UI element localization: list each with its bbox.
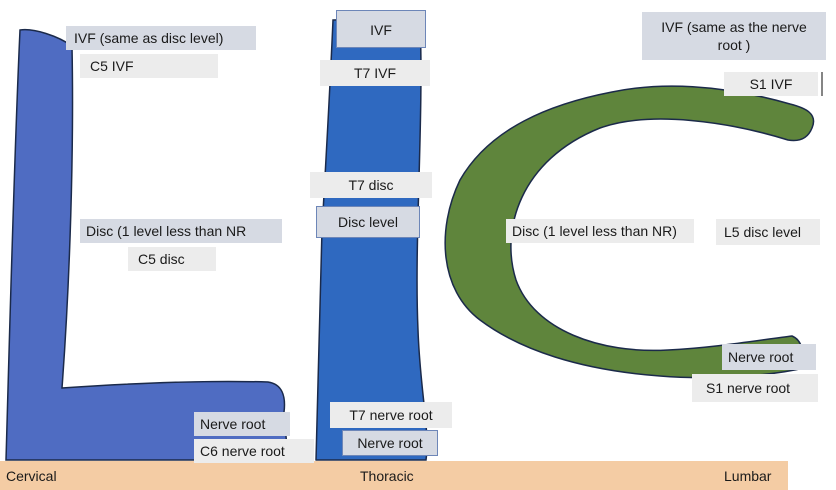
axis-label-lumbar: Lumbar: [724, 468, 772, 484]
cervical-segment-shape: [5, 28, 289, 461]
thoracic-ivf-rule-label: IVF: [336, 10, 426, 48]
lumbar-nerve-root-rule-label: Nerve root: [722, 344, 816, 370]
cervical-disc-rule-label: Disc (1 level less than NR: [80, 219, 282, 243]
thoracic-disc-rule-label: Disc level: [316, 206, 420, 238]
cervical-nerve-root-rule-label: Nerve root: [194, 412, 290, 436]
spine-region-baseline: [0, 461, 788, 490]
lumbar-ivf-rule-label: IVF (same as the nerve root ): [642, 12, 826, 60]
thoracic-ivf-example-label: T7 IVF: [320, 60, 430, 86]
lumbar-ivf-rule-line2: root ): [717, 37, 751, 53]
axis-label-cervical: Cervical: [6, 468, 57, 484]
cervical-ivf-rule-label: IVF (same as disc level): [66, 26, 256, 50]
cervical-disc-example-label: C5 disc: [128, 247, 216, 271]
lumbar-disc-rule-label: Disc (1 level less than NR): [506, 219, 694, 243]
cervical-nerve-root-example-label: C6 nerve root: [194, 439, 314, 463]
lumbar-disc-example-label: L5 disc level: [716, 219, 820, 245]
lumbar-ivf-rule-line1: IVF (same as the nerve: [661, 19, 807, 35]
lumbar-nerve-root-example-label: S1 nerve root: [692, 374, 818, 402]
axis-label-thoracic: Thoracic: [360, 468, 414, 484]
lumbar-ivf-example-label: S1 IVF: [724, 72, 818, 96]
cervical-ivf-example-label: C5 IVF: [80, 54, 218, 78]
thoracic-nerve-root-example-label: T7 nerve root: [330, 402, 452, 428]
lumbar-segment-shape: [444, 85, 815, 379]
thoracic-disc-example-label: T7 disc: [310, 172, 432, 198]
thoracic-nerve-root-rule-label: Nerve root: [342, 430, 438, 456]
